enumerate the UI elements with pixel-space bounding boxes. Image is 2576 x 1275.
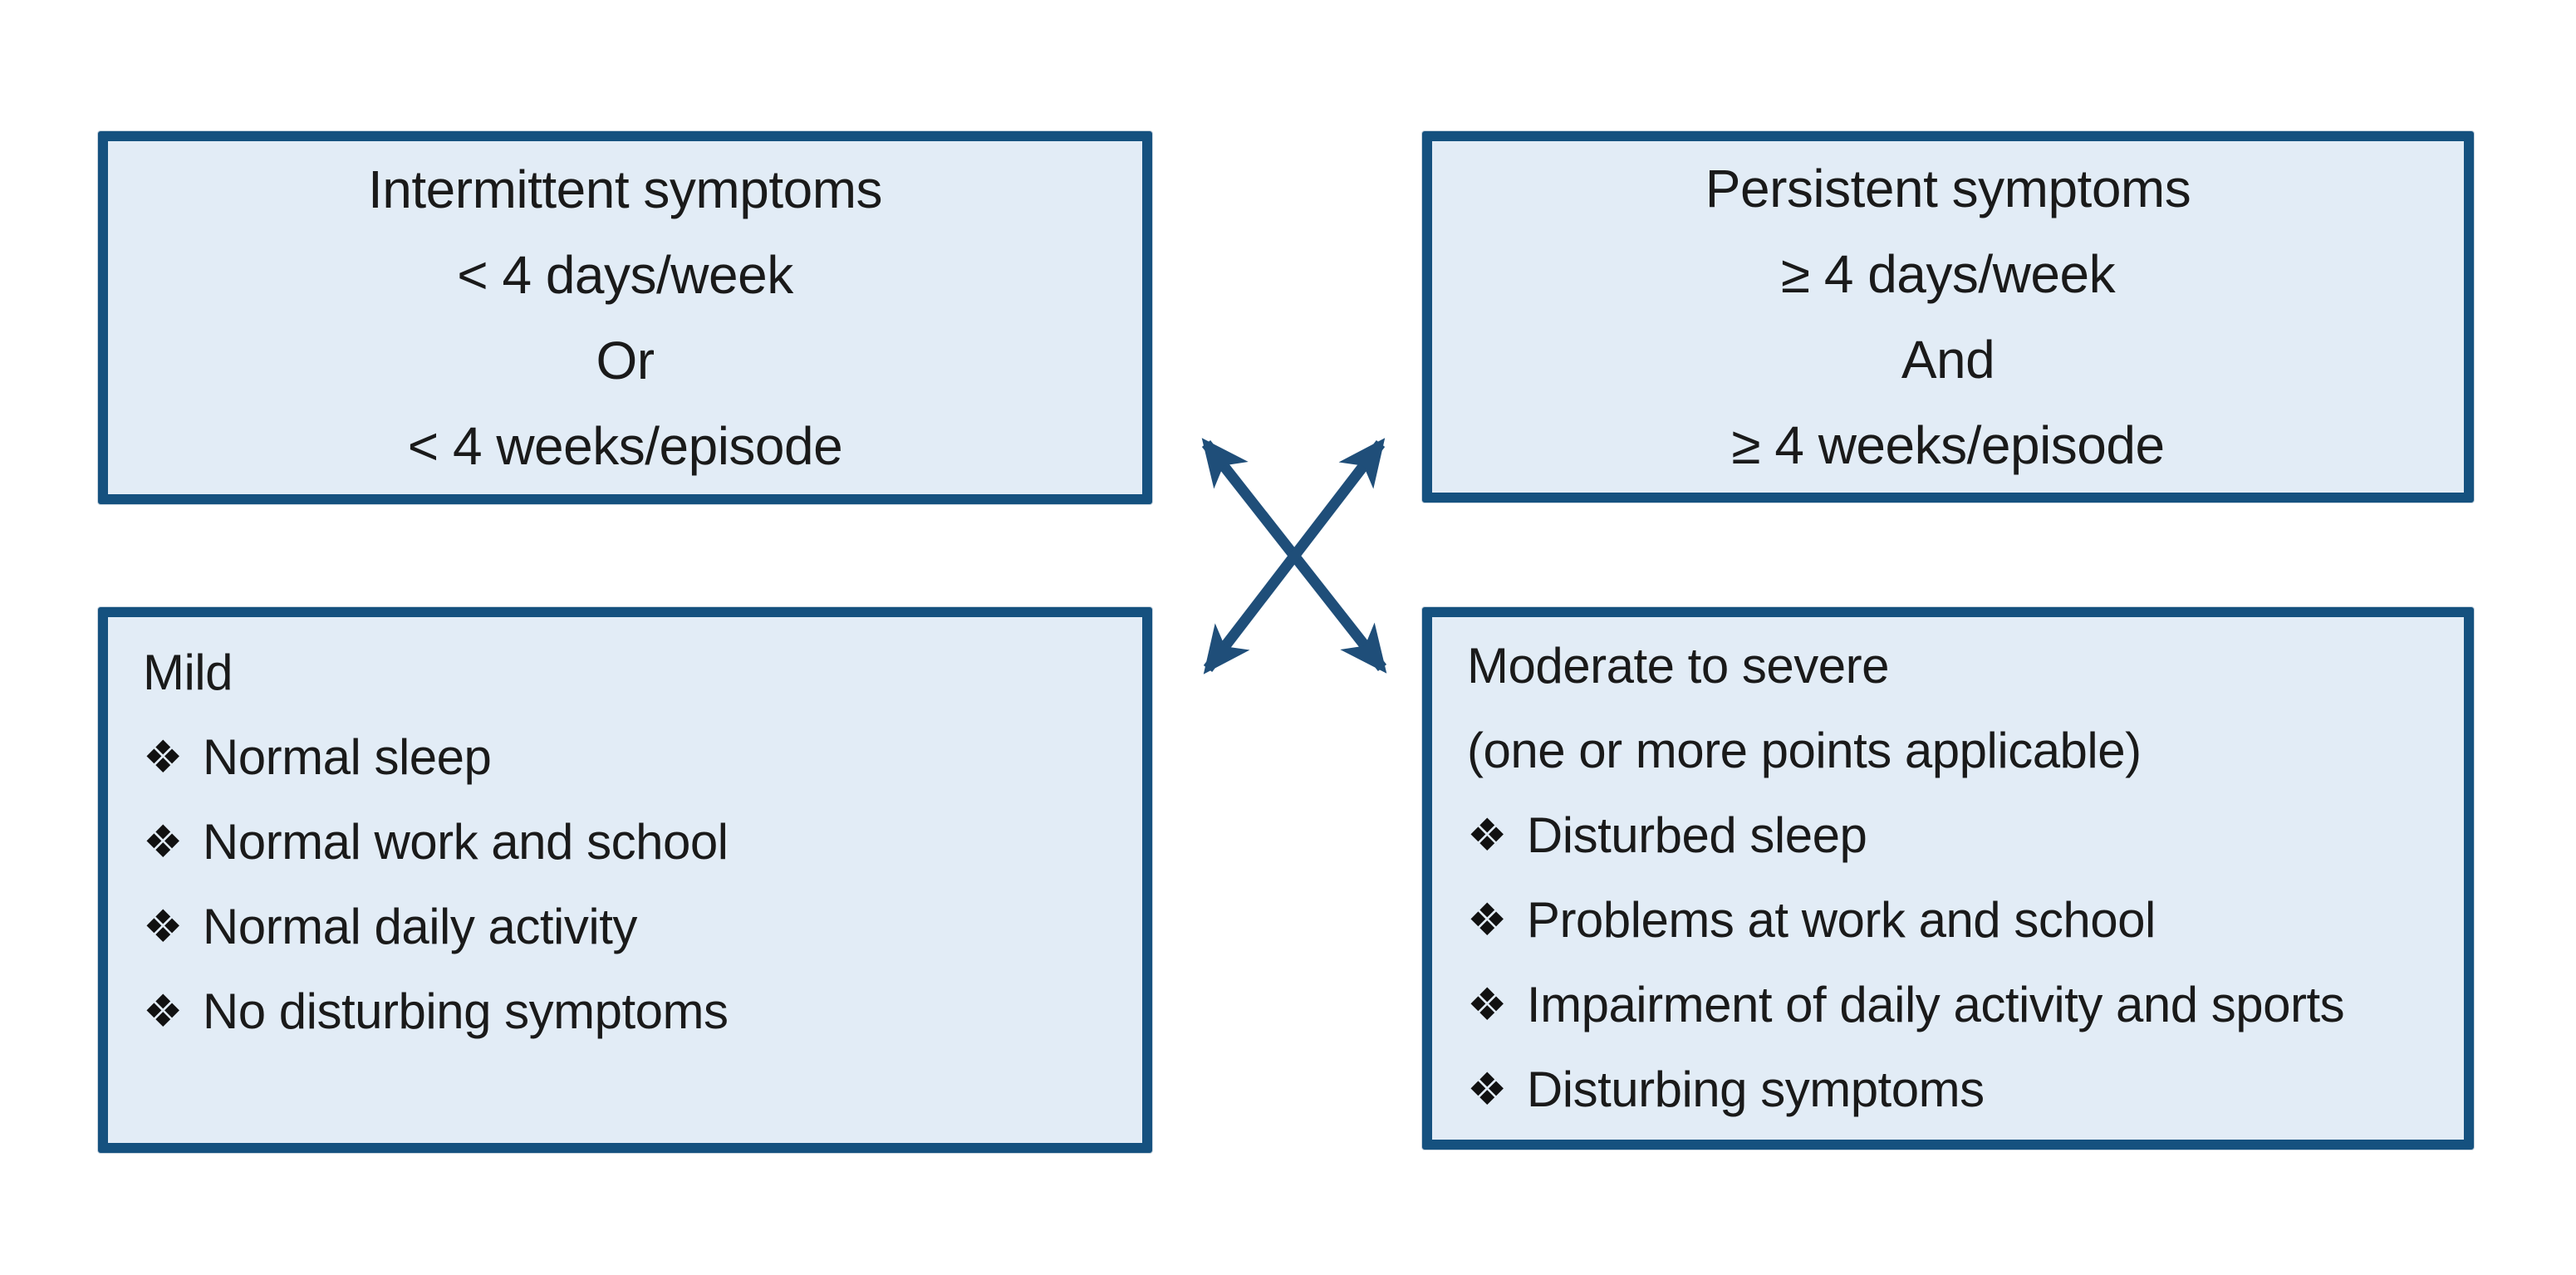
bullet-label: Normal work and school: [202, 814, 729, 870]
bullet-label: Disturbed sleep: [1526, 807, 1867, 863]
box-line: < 4 days/week: [457, 244, 793, 305]
bullet-label: Normal sleep: [202, 729, 492, 785]
bullet-diamond-icon: ❖: [143, 733, 183, 782]
bullet-diamond-icon: ❖: [143, 902, 183, 952]
bullet-diamond-icon: ❖: [1467, 895, 1507, 945]
moderate-subtitle: (one or more points applicable): [1467, 723, 2142, 778]
box-line: ≥ 4 days/week: [1780, 243, 2116, 304]
moderate-title: Moderate to severe: [1467, 638, 1889, 694]
bullet-diamond-icon: ❖: [1467, 811, 1507, 861]
bullet-item: ❖ Normal daily activity: [143, 885, 1126, 969]
bullet-label: Disturbing symptoms: [1526, 1062, 1985, 1117]
bullet-label: Impairment of daily activity and sports: [1526, 977, 2345, 1032]
box-line: And: [1901, 329, 1995, 390]
bullet-item: ❖ Normal sleep: [143, 715, 1126, 800]
box-line: < 4 weeks/episode: [407, 415, 843, 476]
persistent-symptoms-content: Persistent symptoms ≥ 4 days/week And ≥ …: [1432, 141, 2464, 493]
bullet-label: Problems at work and school: [1526, 892, 2156, 948]
bullet-diamond-icon: ❖: [1467, 980, 1507, 1030]
bullet-label: Normal daily activity: [202, 899, 637, 954]
box-line: ≥ 4 weeks/episode: [1731, 414, 2165, 475]
intermittent-symptoms-content: Intermittent symptoms < 4 days/week Or <…: [108, 141, 1142, 494]
mild-box: Mild ❖ Normal sleep ❖ Normal work and sc…: [98, 607, 1152, 1153]
mild-content: Mild ❖ Normal sleep ❖ Normal work and sc…: [108, 617, 1142, 1054]
bullet-item: ❖ Disturbing symptoms: [1467, 1047, 2447, 1132]
bullet-item: ❖ Disturbed sleep: [1467, 793, 2447, 878]
persistent-symptoms-box: Persistent symptoms ≥ 4 days/week And ≥ …: [1422, 131, 2474, 503]
bullet-item: ❖ Normal work and school: [143, 800, 1126, 885]
mild-title: Mild: [143, 645, 233, 700]
bullet-item: ❖ Impairment of daily activity and sport…: [1467, 963, 2447, 1047]
bullet-diamond-icon: ❖: [143, 987, 183, 1037]
crossed-double-arrows-icon: [1201, 438, 1387, 674]
bullet-diamond-icon: ❖: [143, 817, 183, 867]
bullet-label: No disturbing symptoms: [202, 983, 729, 1039]
bullet-item: ❖ Problems at work and school: [1467, 878, 2447, 963]
moderate-to-severe-box: Moderate to severe (one or more points a…: [1422, 607, 2474, 1150]
moderate-to-severe-content: Moderate to severe (one or more points a…: [1432, 617, 2464, 1132]
bullet-item: ❖ No disturbing symptoms: [143, 969, 1126, 1054]
arrow-topright-to-bottomleft: [1203, 438, 1386, 674]
box-line: Intermittent symptoms: [368, 159, 883, 219]
box-line: Or: [596, 330, 655, 390]
intermittent-symptoms-box: Intermittent symptoms < 4 days/week Or <…: [98, 131, 1152, 504]
box-line: Persistent symptoms: [1705, 158, 2191, 218]
bullet-diamond-icon: ❖: [1467, 1065, 1507, 1115]
